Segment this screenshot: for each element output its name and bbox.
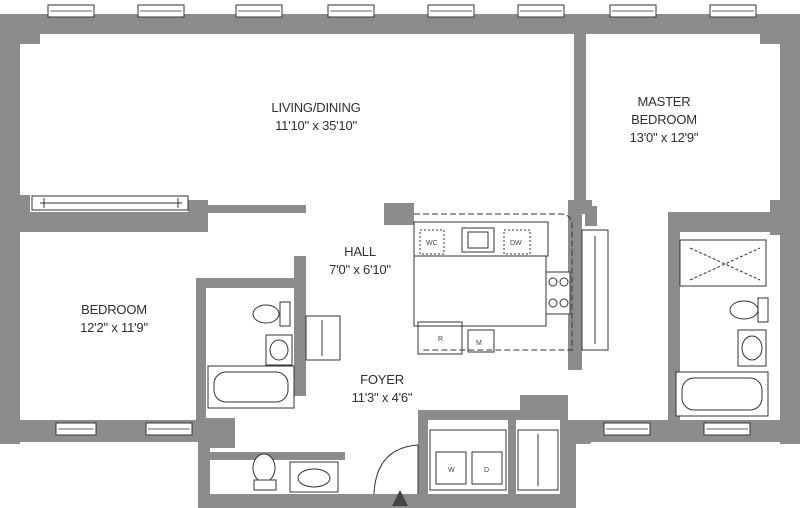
closet-top	[418, 410, 568, 420]
hall-size: 7'0" x 6'10"	[329, 262, 391, 277]
closet-bottom-wall	[418, 494, 568, 508]
powder-room	[252, 453, 339, 493]
lower-right-corner	[560, 420, 610, 444]
bath-divider	[196, 278, 304, 288]
living-master-divider	[574, 24, 586, 206]
foyer-size: 11'3" x 4'6"	[352, 390, 413, 405]
toilet	[252, 304, 280, 324]
entry-arrow	[392, 490, 408, 506]
dryer-label: D	[484, 467, 489, 474]
interior-walls	[12, 24, 780, 508]
master-bedroom-name-line2: BEDROOM	[631, 112, 697, 127]
microwave	[467, 329, 495, 353]
window-mullions	[50, 10, 754, 430]
sink-basin	[467, 231, 489, 249]
kitchen-pier	[384, 203, 414, 225]
microwave-label: M	[476, 340, 482, 347]
bedroom-right-wall	[196, 283, 206, 428]
top-wall	[16, 14, 784, 34]
hall-label: HALL 7'0" x 6'10"	[329, 244, 391, 277]
counter-outline	[414, 256, 547, 327]
bedroom-size: 12'2" x 11'9"	[80, 320, 148, 335]
upper-cabinets	[414, 213, 573, 351]
laundry-closet	[429, 429, 559, 491]
hall-top-wall	[188, 205, 306, 213]
foyer-door	[373, 444, 419, 495]
master-left-wall	[585, 206, 597, 226]
toilet	[252, 453, 276, 483]
closet-left-wall	[418, 410, 428, 508]
wc-label: WC	[426, 240, 438, 247]
dishwasher	[503, 229, 531, 255]
bedroom-label: BEDROOM 12'2" x 11'9"	[80, 302, 149, 335]
bedroom-wardrobe	[31, 195, 189, 211]
master-bedroom-size: 13'0" x 12'9"	[630, 130, 699, 145]
washer-label: W	[448, 467, 455, 474]
living-dining-size: 11'10" x 35'10"	[275, 118, 357, 133]
hall-name: HALL	[344, 244, 376, 259]
foyer-bottom-wall	[198, 494, 418, 508]
kitchen	[413, 213, 609, 355]
foyer-name: FOYER	[360, 372, 404, 387]
master-bedroom-name-line1: MASTER	[638, 94, 691, 109]
closet-right-col	[520, 395, 568, 415]
foyer-label: FOYER 11'3" x 4'6"	[352, 372, 413, 405]
washer	[435, 451, 467, 485]
dryer	[471, 451, 503, 485]
bedroom-name: BEDROOM	[81, 302, 147, 317]
toilet	[729, 300, 759, 320]
refrigerator	[417, 321, 463, 355]
dw-label: DW	[510, 240, 522, 247]
kitchen-island	[413, 255, 547, 327]
second-bath	[207, 301, 295, 409]
refrigerator-label: R	[438, 336, 443, 343]
bedroom-top-wall	[12, 212, 192, 232]
hall-bath-wall	[294, 256, 306, 396]
master-bath	[675, 239, 769, 417]
wc-cabinet	[419, 229, 445, 255]
master-bath-top	[668, 212, 780, 232]
foyer-divider	[205, 452, 345, 460]
closet-mid-wall	[508, 410, 516, 508]
hall-closet	[305, 315, 341, 361]
foyer-bath-wall	[205, 418, 235, 448]
hall-left-column	[188, 200, 208, 232]
master-bedroom-label: MASTER BEDROOM 13'0" x 12'9"	[630, 94, 699, 145]
living-dining-name: LIVING/DINING	[271, 100, 360, 115]
living-dining-label: LIVING/DINING 11'10" x 35'10"	[271, 100, 360, 133]
